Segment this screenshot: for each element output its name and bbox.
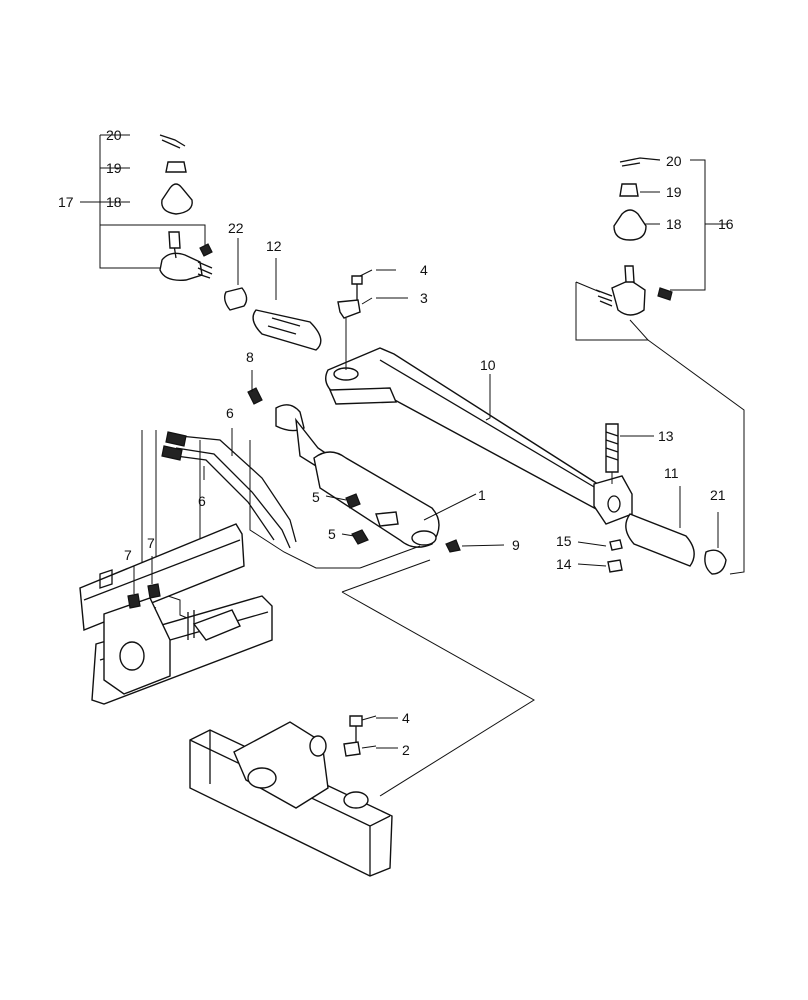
callout-14: 14 bbox=[556, 556, 572, 572]
clamp-block bbox=[593, 475, 633, 525]
front-axle bbox=[189, 715, 393, 877]
callout-12: 12 bbox=[266, 238, 282, 254]
bolt-7b bbox=[147, 583, 161, 599]
grease-fitting-8 bbox=[247, 387, 263, 405]
tie-rod-sleeve-right bbox=[625, 513, 695, 567]
steering-cylinder-group bbox=[247, 387, 461, 569]
callout-16: 16 bbox=[718, 216, 734, 232]
callout-5-lower: 5 bbox=[328, 526, 336, 542]
hydraulic-hoses bbox=[161, 428, 297, 549]
fitting-lower bbox=[351, 529, 369, 545]
callout-9: 9 bbox=[512, 537, 520, 553]
callout-20-left: 20 bbox=[106, 127, 122, 143]
clamp-block-group bbox=[593, 423, 633, 573]
callout-3: 3 bbox=[420, 290, 428, 306]
left-tie-rod-end-assembly bbox=[80, 134, 213, 281]
tie-rod-end-left bbox=[159, 252, 203, 281]
nut-right bbox=[619, 183, 639, 197]
callout-18-left: 18 bbox=[106, 194, 122, 210]
callout-21: 21 bbox=[710, 487, 726, 503]
callout-4-lower: 4 bbox=[402, 710, 410, 726]
callout-8: 8 bbox=[246, 349, 254, 365]
right-tie-rod-end-assembly bbox=[575, 157, 728, 341]
callout-18-right: 18 bbox=[666, 216, 682, 232]
tie-rod-main bbox=[325, 269, 620, 511]
clip-lower bbox=[343, 741, 361, 757]
grease-fitting-right bbox=[657, 287, 673, 301]
callout-22: 22 bbox=[228, 220, 244, 236]
lock-nut bbox=[607, 559, 623, 573]
callout-19-left: 19 bbox=[106, 160, 122, 176]
grease-fitting-left bbox=[199, 243, 213, 257]
jam-nut-left bbox=[223, 287, 248, 311]
clip-upper bbox=[337, 299, 361, 319]
callout-1: 1 bbox=[478, 487, 486, 503]
bolt-upper bbox=[351, 275, 363, 285]
boot-right bbox=[613, 209, 647, 241]
boot-left bbox=[161, 183, 193, 215]
callout-10: 10 bbox=[480, 357, 496, 373]
adjusting-sleeve-group bbox=[223, 238, 322, 351]
callout-5-upper: 5 bbox=[312, 489, 320, 505]
callout-6-upper: 6 bbox=[226, 405, 234, 421]
callout-17: 17 bbox=[58, 194, 74, 210]
frame-mounting bbox=[79, 430, 273, 705]
callout-15: 15 bbox=[556, 533, 572, 549]
steering-arm bbox=[313, 451, 440, 548]
callout-labels: 1 2 3 4 4 5 5 6 6 7 7 8 9 10 11 12 13 14… bbox=[58, 127, 734, 758]
right-sleeve-group bbox=[625, 486, 727, 575]
callout-13: 13 bbox=[658, 428, 674, 444]
grease-fitting-9 bbox=[445, 539, 461, 553]
connection-lines bbox=[341, 339, 745, 797]
callout-7a: 7 bbox=[124, 547, 132, 563]
nut-left bbox=[165, 161, 187, 173]
leader-lines bbox=[251, 269, 654, 749]
callout-20-right: 20 bbox=[666, 153, 682, 169]
cotter-pin-left bbox=[159, 134, 186, 147]
axle-bracket bbox=[233, 721, 329, 809]
callout-2: 2 bbox=[402, 742, 410, 758]
hose-lower bbox=[175, 455, 275, 541]
callout-7b: 7 bbox=[147, 535, 155, 551]
tie-rod-end-right bbox=[611, 279, 646, 316]
callout-6-lower: 6 bbox=[198, 493, 206, 509]
jam-nut-right bbox=[704, 549, 727, 575]
callout-11: 11 bbox=[664, 465, 679, 481]
tie-rod-sleeve-left bbox=[252, 309, 322, 351]
bolt-7a bbox=[127, 593, 141, 609]
hose-upper bbox=[179, 435, 297, 543]
callout-19-right: 19 bbox=[666, 184, 682, 200]
fitting-upper bbox=[345, 493, 361, 509]
callout-4-upper: 4 bbox=[420, 262, 428, 278]
washer bbox=[609, 539, 623, 551]
frame-rail-upper bbox=[79, 523, 245, 631]
cotter-pin-right bbox=[619, 157, 661, 163]
bolt-lower bbox=[349, 715, 363, 727]
